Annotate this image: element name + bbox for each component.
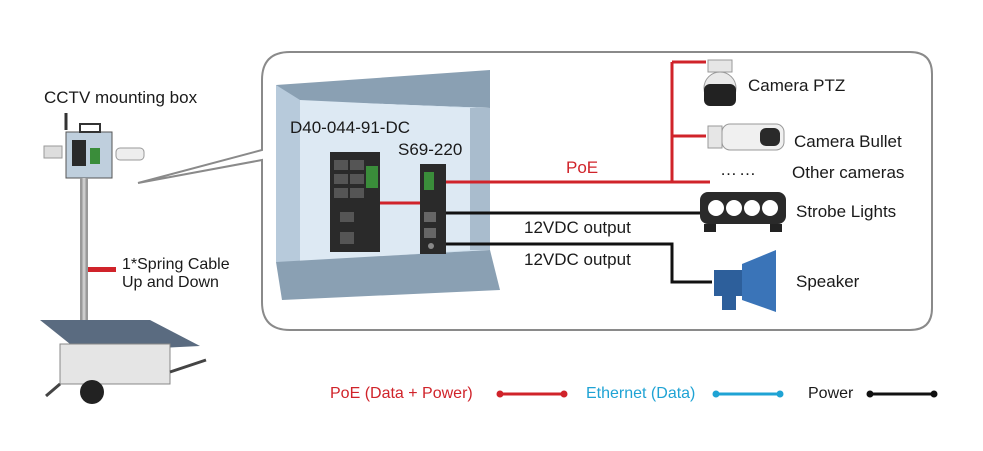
- injector-model-label: S69-220: [398, 140, 463, 159]
- legend-power-label: Power: [808, 385, 854, 402]
- light-tower-trailer: [40, 113, 207, 404]
- legend-ethernet-label: Ethernet (Data): [586, 385, 696, 402]
- equipment-cabinet: [276, 70, 500, 300]
- spring-cable-label-line1: 1*Spring Cable: [122, 256, 230, 273]
- camera-ptz-label: Camera PTZ: [748, 76, 846, 95]
- mounting-box-label: CCTV mounting box: [44, 88, 198, 107]
- output-1-label: 12VDC output: [524, 218, 631, 237]
- speaker-label: Speaker: [796, 272, 860, 291]
- speaker-icon: [714, 250, 776, 312]
- poe-injector-device: [420, 164, 446, 254]
- switch-model-label: D40-044-91-DC: [290, 118, 410, 137]
- legend-poe-line: [496, 390, 568, 398]
- output-2-label: 12VDC output: [524, 250, 631, 269]
- strobe-lights-icon: [700, 192, 786, 232]
- legend-poe-label: PoE (Data + Power): [330, 385, 473, 402]
- strobe-lights-label: Strobe Lights: [796, 202, 897, 221]
- camera-bullet-icon: [707, 123, 785, 151]
- legend-power-line: [866, 390, 938, 398]
- camera-bullet-label: Camera Bullet: [794, 132, 902, 151]
- other-cameras-dots: ……: [720, 160, 758, 179]
- switch-device: [330, 152, 380, 252]
- poe-lines: [446, 60, 710, 184]
- other-cameras-label: Other cameras: [792, 163, 905, 182]
- spring-cable-label-line2: Up and Down: [122, 274, 219, 291]
- power-lines: [446, 211, 712, 284]
- legend-ethernet-line: [712, 390, 784, 398]
- camera-ptz-icon: [703, 59, 737, 106]
- poe-link-label: PoE: [566, 158, 599, 177]
